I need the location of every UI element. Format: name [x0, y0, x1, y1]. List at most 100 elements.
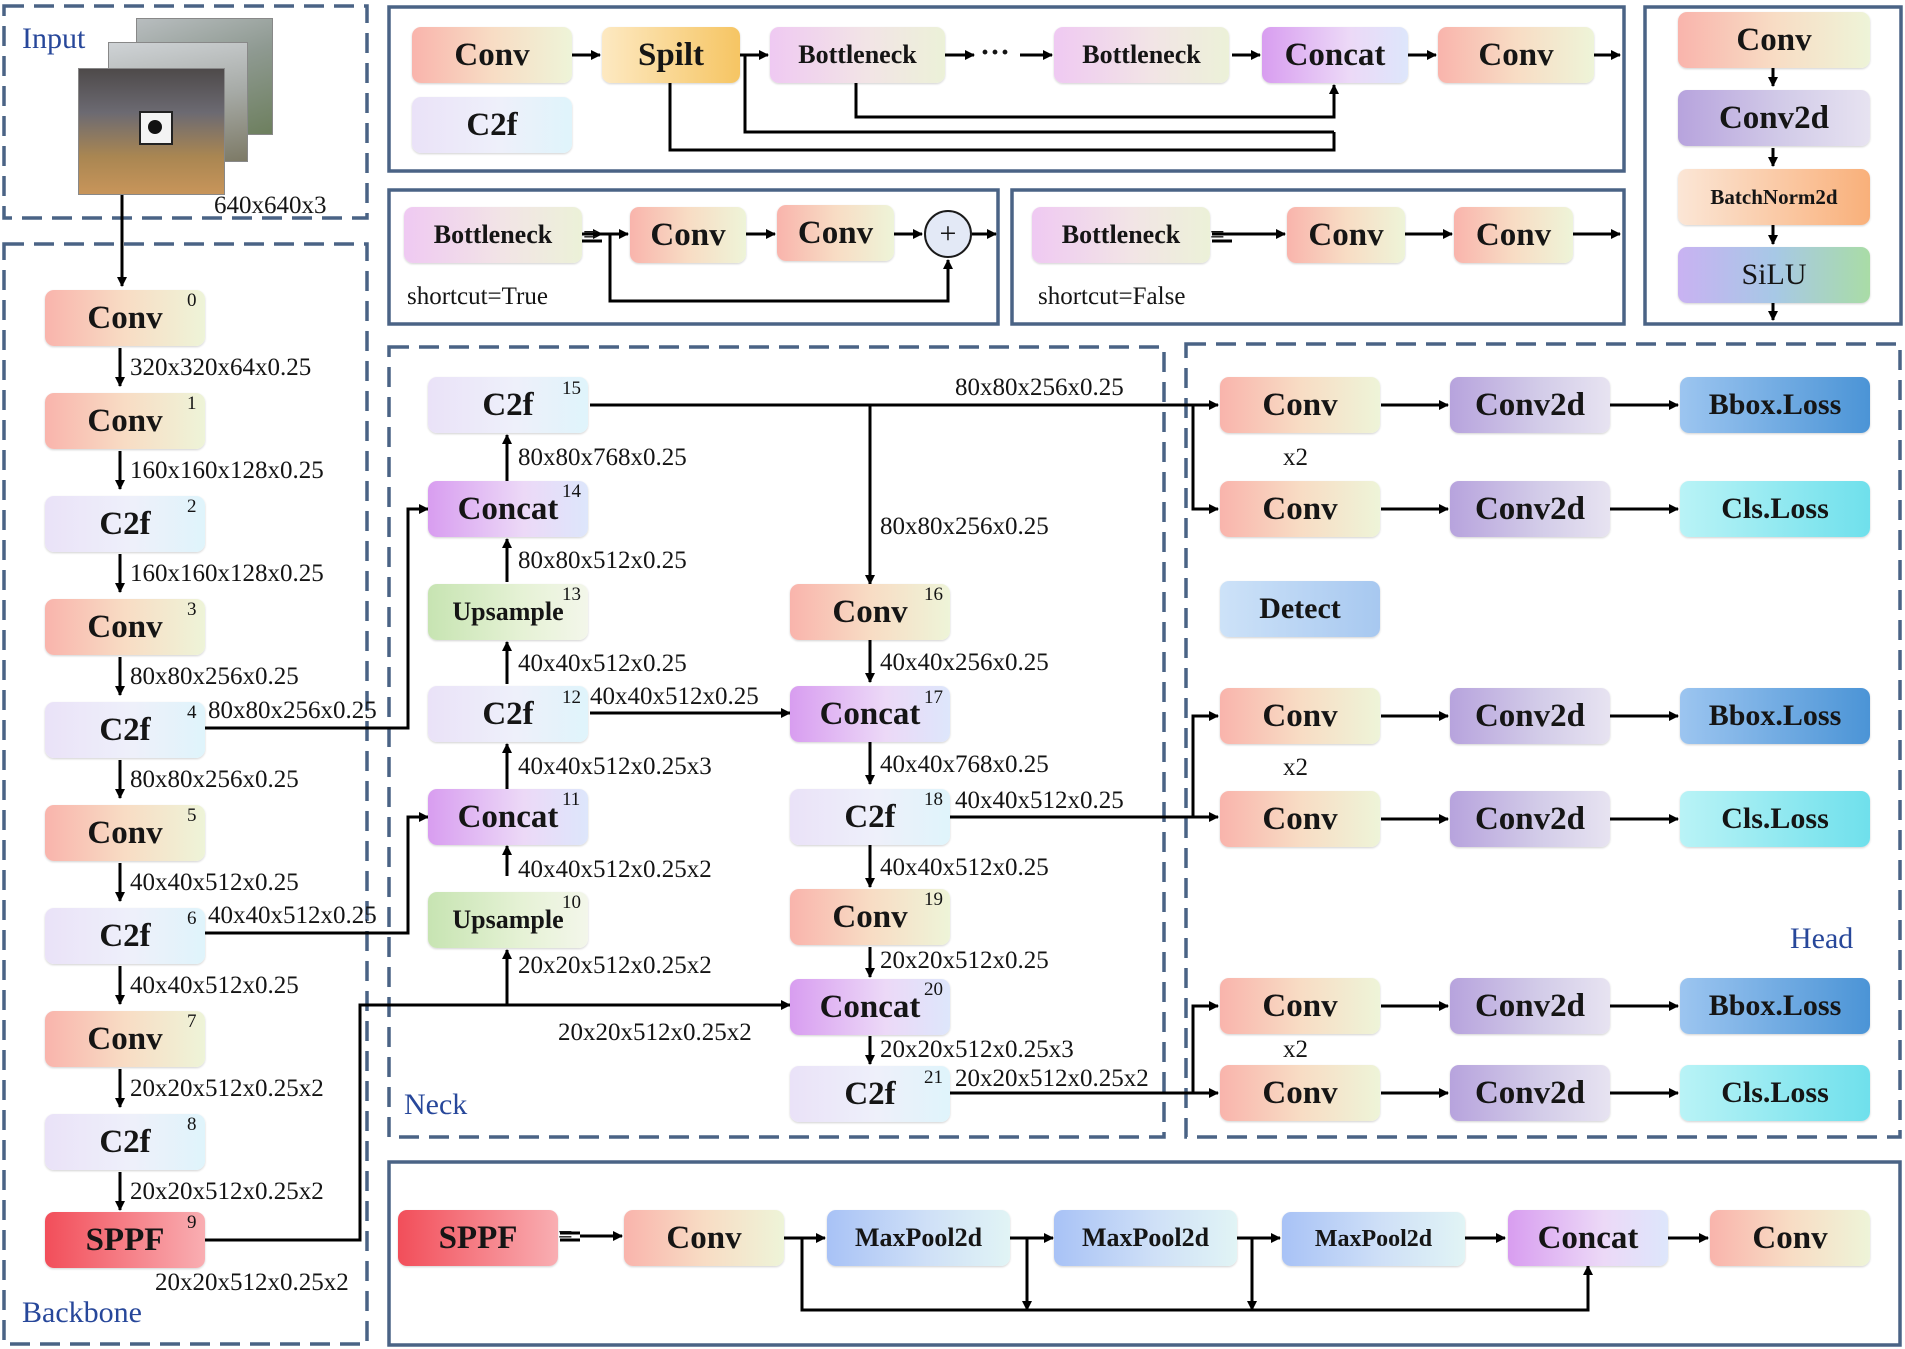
neck-upsample-13: Upsample [428, 584, 588, 640]
index-21: 21 [924, 1067, 943, 1088]
edge-label: 40x40x512x0.25 [880, 854, 1049, 881]
neck-conv-16: Conv [790, 584, 950, 640]
bottleneck-true-equals: = [583, 220, 598, 249]
bottleneck-false-conv-1: Conv [1287, 207, 1405, 263]
head-conv2d-6: Conv2d [1450, 1065, 1610, 1121]
bottleneck-false-title: Bottleneck [1032, 207, 1210, 263]
repeat-x2-label: x2 [1283, 444, 1308, 471]
index-14: 14 [562, 481, 581, 502]
sppf-module-maxpool-3: MaxPool2d [1282, 1212, 1465, 1266]
bottleneck-false-frame [1010, 188, 1626, 326]
index-19: 19 [924, 889, 943, 910]
head-conv-5: Conv [1220, 978, 1380, 1034]
cls-loss-1: Cls.Loss [1680, 481, 1870, 537]
index-11: 11 [562, 789, 581, 810]
head-conv-1: Conv [1220, 377, 1380, 433]
conv-module-conv2d: Conv2d [1678, 90, 1870, 146]
edge-label: 80x80x256x0.25 [130, 663, 299, 690]
bottleneck-true-frame [387, 188, 1000, 326]
cls-loss-3: Cls.Loss [1680, 1065, 1870, 1121]
index-3: 3 [187, 599, 197, 620]
c2f15-output-label: 80x80x256x0.25 [955, 374, 1124, 401]
bbox-loss-1: Bbox.Loss [1680, 377, 1870, 433]
c2f-module-ellipsis: ··· [980, 36, 1011, 69]
backbone-section-label: Backbone [22, 1296, 142, 1329]
shortcut-false-note: shortcut=False [1038, 283, 1186, 310]
backbone-conv-3: Conv [45, 599, 205, 655]
c2f18-output-label: 40x40x512x0.25 [955, 787, 1124, 814]
index-12: 12 [562, 687, 581, 708]
backbone-conv-1: Conv [45, 393, 205, 449]
index-1: 1 [187, 393, 197, 414]
neck-upsample-10: Upsample [428, 892, 588, 948]
edge-label: 20x20x512x0.25 [880, 947, 1049, 974]
neck-c2f-12: C2f [428, 686, 588, 742]
backbone-c2f-8: C2f [45, 1114, 205, 1170]
edge-label: 20x20x512x0.25x2 [130, 1075, 324, 1102]
head-conv-2: Conv [1220, 481, 1380, 537]
input-photo-front [78, 68, 225, 195]
sppf-module-maxpool-1: MaxPool2d [827, 1210, 1010, 1266]
index-13: 13 [562, 584, 581, 605]
head-conv2d-1: Conv2d [1450, 377, 1610, 433]
repeat-x2-label: x2 [1283, 754, 1308, 781]
backbone-c2f-6: C2f [45, 908, 205, 964]
conv-module-title: Conv [1678, 12, 1870, 68]
neck-conv-19: Conv [790, 889, 950, 945]
head-section-label: Head [1790, 922, 1854, 955]
edge-label: 40x40x512x0.25x3 [518, 753, 712, 780]
bottleneck-false-conv-2: Conv [1454, 207, 1573, 263]
edge-label: 80x80x512x0.25 [518, 547, 687, 574]
neck-section-label: Neck [404, 1088, 468, 1121]
index-8: 8 [187, 1114, 197, 1135]
edge-label: 80x80x256x0.25 [130, 766, 299, 793]
sppf-module-title: SPPF [398, 1210, 558, 1266]
backbone-sppf-9: SPPF [45, 1212, 205, 1268]
conv-module-frame [1643, 5, 1903, 326]
edge-label: 40x40x512x0.25 [130, 972, 299, 999]
edge-label: 20x20x512x0.25x2 [518, 952, 712, 979]
head-conv2d-2: Conv2d [1450, 481, 1610, 537]
conv-module-silu: SiLU [1678, 247, 1870, 303]
sppf-module-conv-1: Conv [624, 1210, 784, 1266]
index-10: 10 [562, 892, 581, 913]
edge-label: 40x40x512x0.25x2 [518, 856, 712, 883]
backbone-c2f-2: C2f [45, 496, 205, 552]
head-conv2d-5: Conv2d [1450, 978, 1610, 1034]
repeat-x2-label: x2 [1283, 1036, 1308, 1063]
c2f4-output-label: 80x80x256x0.25 [208, 697, 377, 724]
index-0: 0 [187, 290, 197, 311]
index-16: 16 [924, 584, 943, 605]
backbone-c2f-4: C2f [45, 702, 205, 758]
bottleneck-true-title: Bottleneck [404, 207, 582, 263]
bbox-loss-2: Bbox.Loss [1680, 688, 1870, 744]
backbone-conv-5: Conv [45, 805, 205, 861]
c2f6-output-label: 40x40x512x0.25 [208, 902, 377, 929]
sppf-module-conv-2: Conv [1710, 1210, 1870, 1266]
edge-label: 40x40x512x0.25 [518, 650, 687, 677]
c2f-module-conv-1: Conv [412, 27, 572, 83]
input-image-stack [78, 18, 278, 198]
index-5: 5 [187, 805, 197, 826]
index-17: 17 [924, 687, 943, 708]
edge-label: 20x20x512x0.25x2 [130, 1178, 324, 1205]
neck-concat-17: Concat [790, 686, 950, 742]
neck-c2f-18: C2f [790, 789, 950, 845]
edge-label: 80x80x256x0.25 [880, 513, 1049, 540]
shortcut-true-note: shortcut=True [407, 283, 548, 310]
c2f-module-bottleneck-a: Bottleneck [770, 27, 945, 83]
c2f-module-split: Spilt [602, 27, 740, 83]
c2f21-output-label: 20x20x512x0.25x2 [955, 1065, 1149, 1092]
sppf-module-equals: = [558, 1220, 573, 1249]
head-conv-3: Conv [1220, 688, 1380, 744]
neck-c2f-15: C2f [428, 377, 588, 433]
neck-concat-11: Concat [428, 789, 588, 845]
cls-loss-2: Cls.Loss [1680, 791, 1870, 847]
bottleneck-true-conv-2: Conv [777, 205, 894, 261]
bottleneck-true-conv-1: Conv [630, 207, 746, 263]
edge-label: 40x40x768x0.25 [880, 751, 1049, 778]
c2f-module-title: C2f [412, 97, 572, 153]
neck-concat-20: Concat [790, 979, 950, 1035]
